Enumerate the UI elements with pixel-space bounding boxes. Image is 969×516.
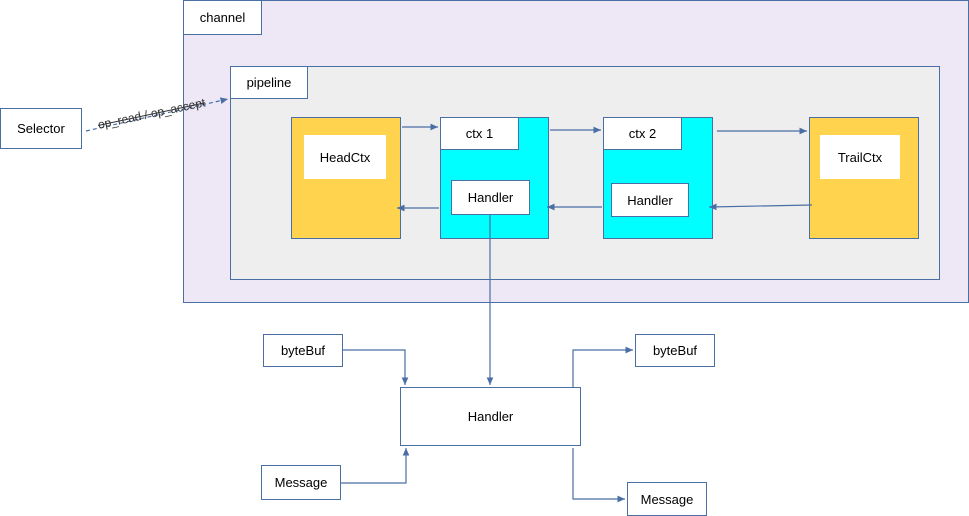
message-output-edge (572, 448, 625, 503)
ctx2-handler: Handler (611, 183, 689, 217)
output-bytebuf-node: byteBuf (635, 334, 715, 367)
output-message-node: Message (627, 482, 707, 516)
ctx1-label: ctx 1 (440, 117, 519, 150)
head-ctx-label: HeadCtx (304, 135, 386, 179)
bytebuf-output-edge (572, 346, 633, 387)
trail-to-ctx2-edge (708, 203, 813, 211)
selector-to-pipeline-edge (85, 97, 229, 132)
detail-handler-node: Handler (400, 387, 581, 446)
ctx1-handler: Handler (451, 180, 530, 215)
bytebuf-input-edge (343, 349, 409, 385)
trail-ctx-label: TrailCtx (820, 135, 900, 179)
channel-label: channel (183, 0, 262, 35)
ctx2-label: ctx 2 (603, 117, 682, 150)
input-bytebuf-node: byteBuf (263, 334, 343, 367)
message-input-edge (341, 448, 410, 484)
selector-node: Selector (0, 108, 82, 149)
pipeline-label: pipeline (230, 66, 308, 99)
input-message-node: Message (261, 465, 341, 500)
